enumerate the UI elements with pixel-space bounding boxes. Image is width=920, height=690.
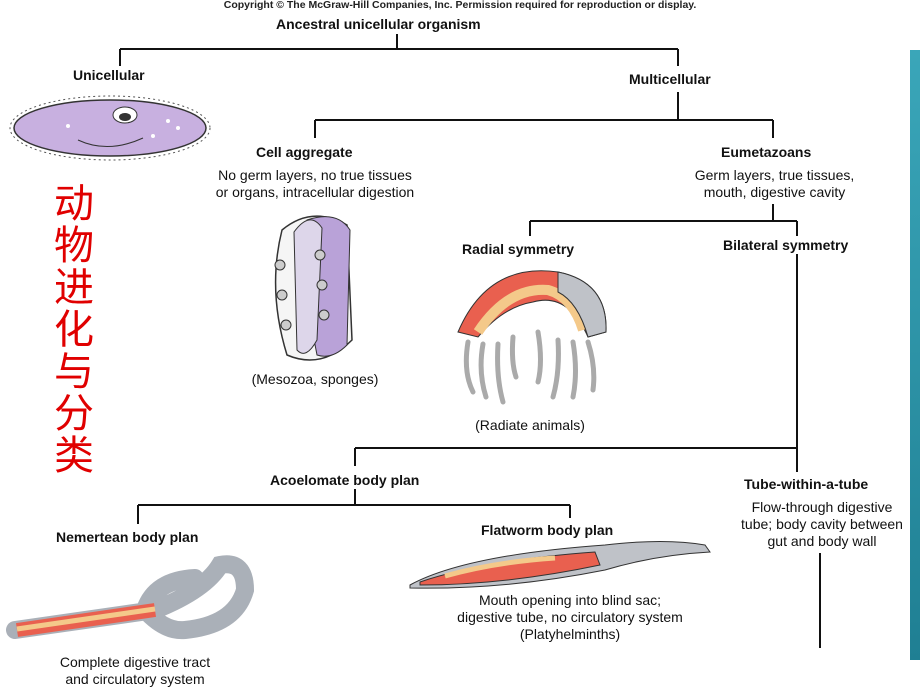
desc-line: mouth, digestive cavity — [703, 184, 846, 200]
side-title-char: 类 — [54, 433, 94, 479]
radial-examples: (Radiate animals) — [475, 417, 585, 433]
copyright-notice: Copyright © The McGraw-Hill Companies, I… — [223, 0, 697, 11]
side-title-char: 动 — [54, 181, 94, 227]
node-bilateral-symmetry: Bilateral symmetry — [723, 237, 849, 253]
node-eumetazoans: Eumetazoans — [721, 144, 812, 160]
node-root: Ancestral unicellular organism — [276, 16, 481, 32]
cell-aggregate-desc: No germ layers, no true tissues or organ… — [190, 167, 440, 201]
desc-line: (Platyhelminths) — [519, 626, 621, 642]
desc-line: Complete digestive tract — [59, 654, 211, 670]
node-nemertean: Nemertean body plan — [56, 529, 199, 545]
side-title-char: 化 — [54, 307, 94, 353]
node-unicellular: Unicellular — [73, 67, 145, 83]
node-acoelomate: Acoelomate body plan — [270, 472, 420, 488]
nemertean-desc: Complete digestive tract and circulatory… — [35, 654, 235, 688]
paramecium-illustration — [9, 95, 211, 161]
desc-line: Flow-through digestive — [751, 499, 893, 515]
nemertean-illustration — [6, 555, 255, 640]
tube-desc: Flow-through digestive tube; body cavity… — [727, 499, 917, 550]
side-title: 动 物 进 化 与 分 类 — [52, 183, 96, 477]
side-title-char: 分 — [54, 391, 94, 437]
desc-line: tube; body cavity between — [741, 516, 903, 532]
cell-aggregate-examples: (Mesozoa, sponges) — [251, 371, 379, 387]
desc-line: and circulatory system — [65, 671, 205, 687]
desc-line: or organs, intracellular digestion — [215, 184, 415, 200]
desc-line: Mouth opening into blind sac; — [478, 592, 662, 608]
desc-line: Germ layers, true tissues, — [694, 167, 855, 183]
flatworm-desc: Mouth opening into blind sac; digestive … — [425, 592, 715, 643]
sponge-illustration — [274, 215, 353, 361]
eumetazoans-desc: Germ layers, true tissues, mouth, digest… — [672, 167, 877, 201]
side-title-char: 进 — [54, 265, 94, 311]
node-cell-aggregate: Cell aggregate — [256, 144, 353, 160]
side-title-char: 物 — [54, 223, 94, 269]
flatworm-illustration — [409, 541, 711, 589]
desc-line: digestive tube, no circulatory system — [457, 609, 683, 625]
node-radial-symmetry: Radial symmetry — [462, 241, 575, 257]
desc-line: No germ layers, no true tissues — [218, 167, 412, 183]
node-multicellular: Multicellular — [629, 71, 711, 87]
desc-line: gut and body wall — [767, 533, 877, 549]
slide-edge-decoration — [910, 50, 920, 660]
side-title-char: 与 — [54, 349, 94, 395]
jellyfish-illustration — [457, 270, 607, 405]
node-tube-within-tube: Tube-within-a-tube — [744, 476, 869, 492]
node-flatworm: Flatworm body plan — [481, 522, 614, 538]
